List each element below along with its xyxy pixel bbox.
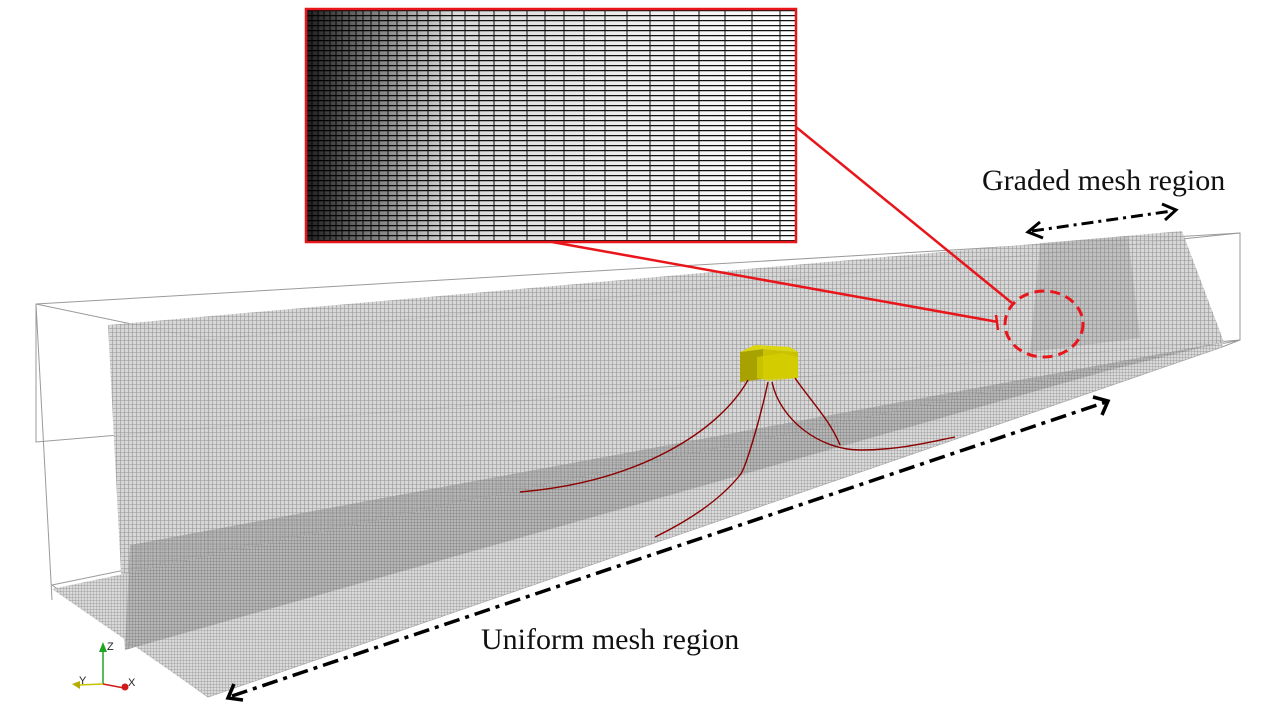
y-axis-marker — [72, 681, 80, 689]
zoom-connectors — [551, 126, 1013, 331]
graded-region-arrow — [1025, 202, 1179, 240]
z-axis-arrowhead — [99, 642, 107, 652]
mooring-lines — [519, 377, 956, 538]
uniform-mesh-region-label: Uniform mesh region — [481, 623, 740, 656]
uniform-region-arrow — [225, 395, 1111, 702]
floor-mesh-plane — [52, 342, 1224, 697]
dashed-ellipse — [1003, 289, 1085, 359]
graded-mesh-region-label: Graded mesh region — [982, 164, 1226, 197]
x-axis-marker — [121, 683, 129, 691]
axis-y-label: Y — [79, 675, 87, 687]
graded-region-shade — [1030, 236, 1140, 352]
zoom-inset — [304, 7, 798, 244]
axis-triad — [72, 642, 129, 691]
axis-z-label: Z — [107, 641, 114, 653]
axis-x-label: X — [128, 677, 136, 689]
floating-body — [740, 345, 798, 382]
